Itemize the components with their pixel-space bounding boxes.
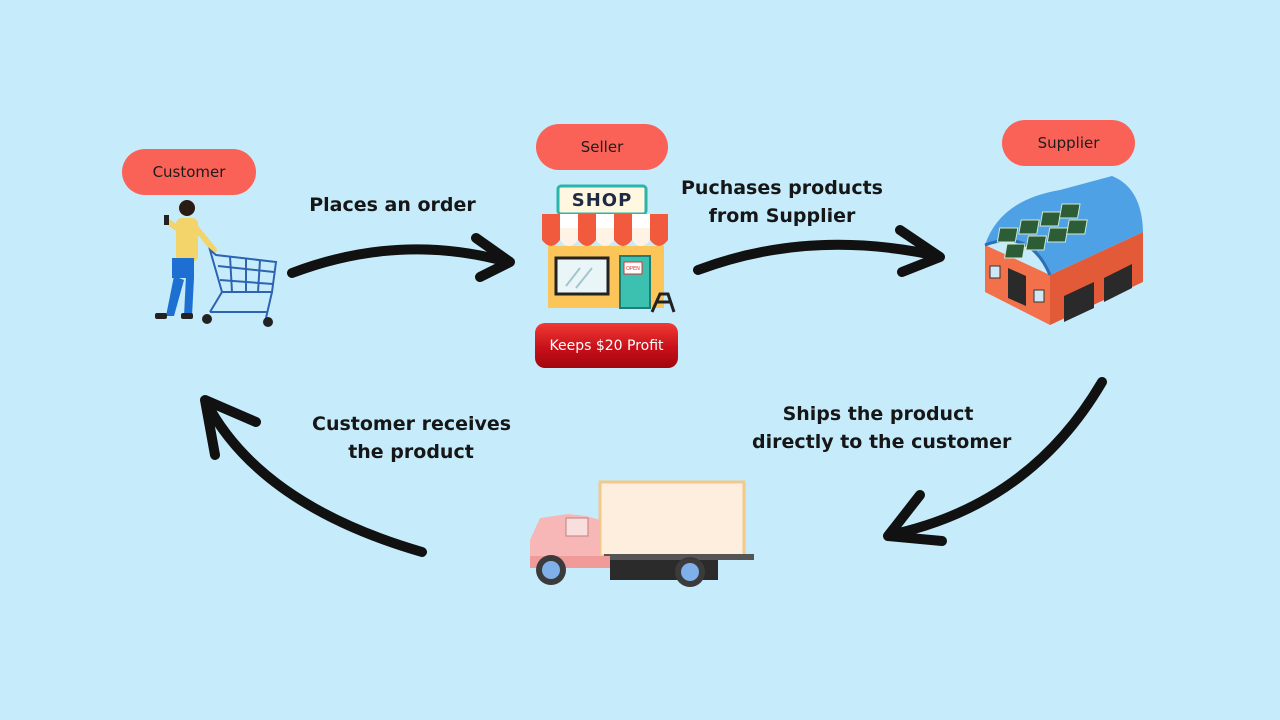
arrow-supplier-to-truck <box>883 377 1107 546</box>
arrow-customer-to-seller <box>287 233 515 282</box>
step-ship: Ships the product directly to the custom… <box>752 400 1012 456</box>
step-ship-line-1: Ships the product <box>782 403 974 425</box>
step-purchase-line-1: Puchases products <box>681 177 883 199</box>
step-ship-line-2: directly to the customer <box>752 431 1012 453</box>
arrow-seller-to-supplier <box>693 225 945 277</box>
step-receive: Customer receives the product <box>312 410 512 466</box>
step-receive-line-1: Customer receives <box>312 413 512 435</box>
step-purchase-line-2: from Supplier <box>708 205 856 227</box>
customer-pill: Customer <box>122 149 256 195</box>
supplier-pill: Supplier <box>1002 120 1135 166</box>
step-place-order: Places an order <box>305 191 480 219</box>
step-purchase: Puchases products from Supplier <box>680 174 884 230</box>
shop-open-tag: OPEN <box>626 266 640 272</box>
profit-badge: Keeps $20 Profit <box>535 323 678 368</box>
seller-pill: Seller <box>536 124 668 170</box>
step-place-order-line-1: Places an order <box>309 194 476 216</box>
arrow-truck-to-customer <box>200 395 427 557</box>
shop-sign: SHOP <box>571 189 633 211</box>
step-receive-line-2: the product <box>348 441 474 463</box>
